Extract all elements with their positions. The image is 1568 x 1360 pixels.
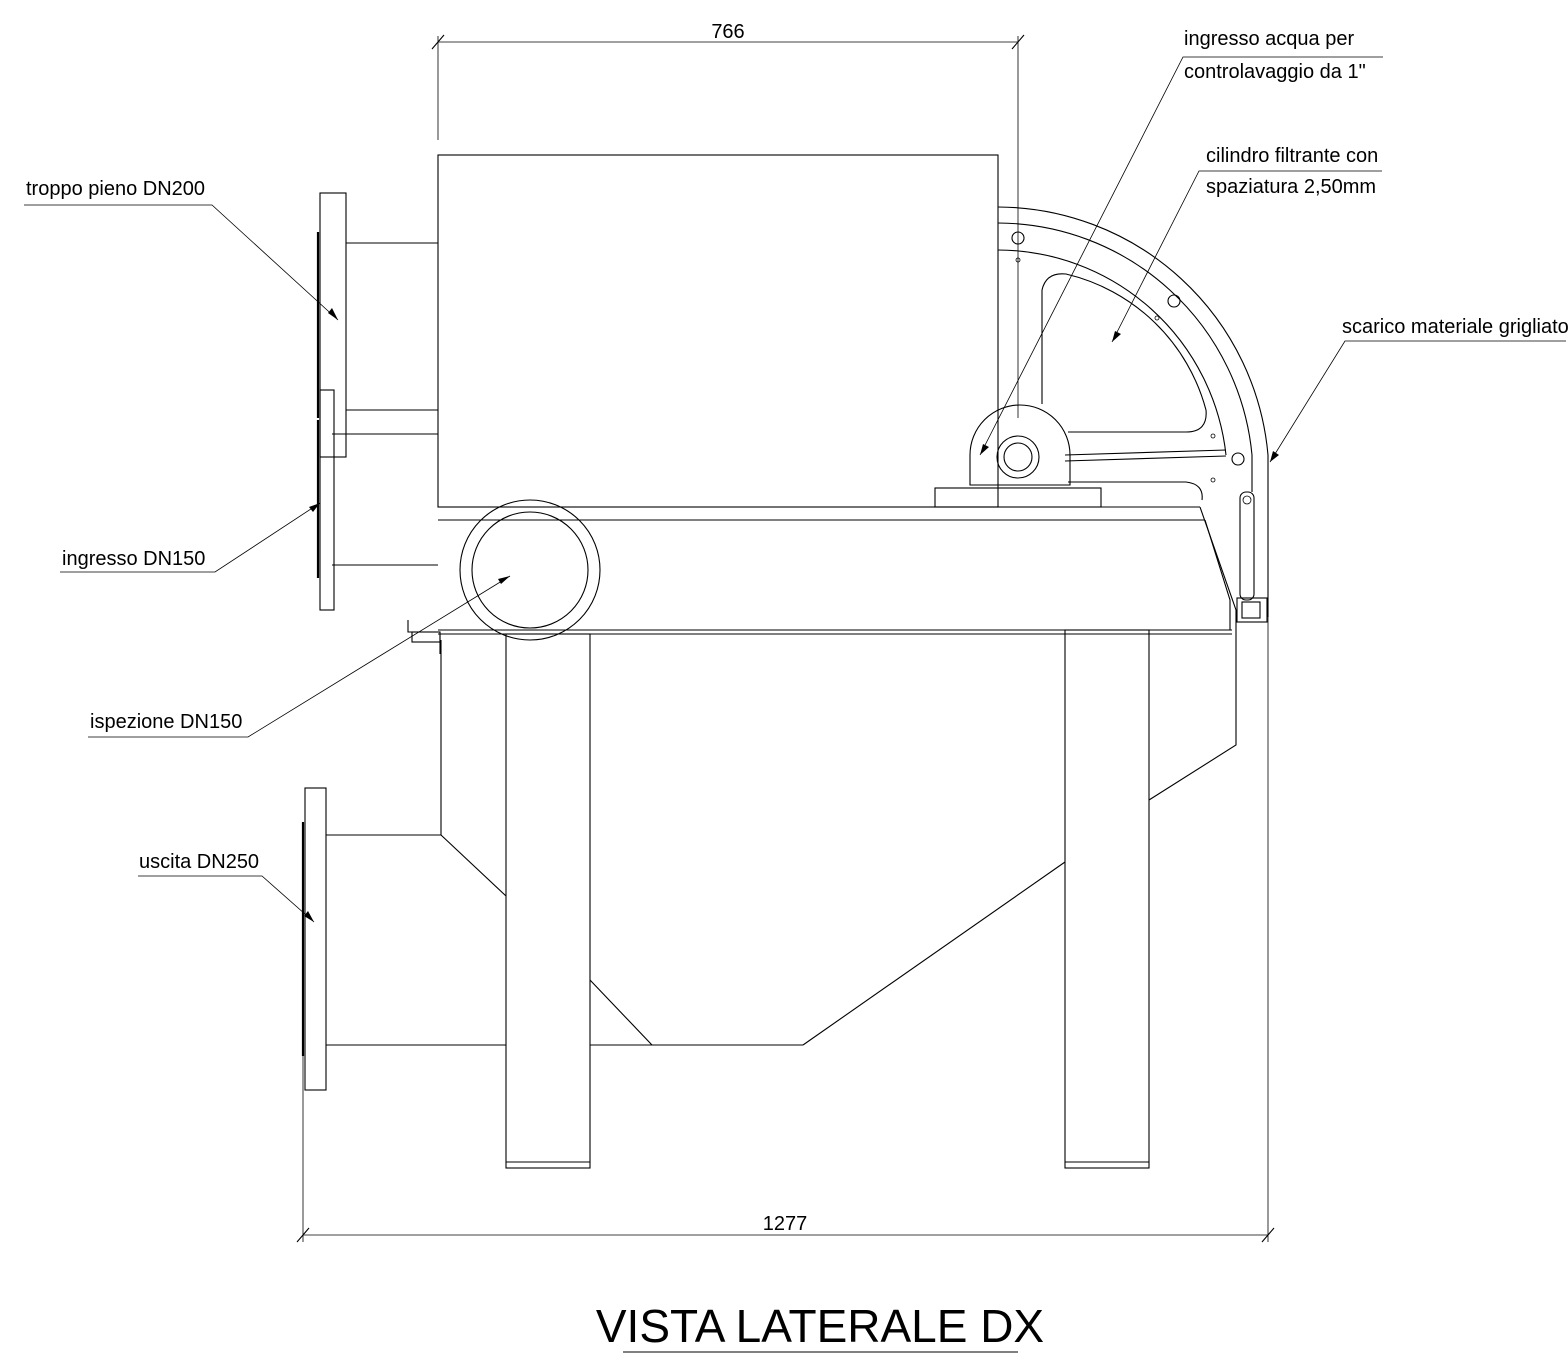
label-scarico: scarico materiale grigliato [1342, 316, 1568, 338]
dimension-top: 766 [431, 21, 1025, 418]
title-text: VISTA LATERALE DX [596, 1300, 1044, 1352]
dimension-value-1277: 1277 [763, 1213, 808, 1235]
label-ispezione: ispezione DN150 [90, 711, 242, 733]
machine-body [301, 154, 1237, 1169]
legs [505, 629, 1150, 1169]
right-leg [1064, 629, 1150, 1169]
label-ingresso: ingresso DN150 [62, 548, 205, 570]
inspection-port-dn150 [459, 499, 601, 641]
labels: troppo pieno DN200 ingresso DN150 ispezi… [26, 28, 1568, 873]
dimension-bottom: 1277 [296, 617, 1275, 1243]
bearing-hub [934, 404, 1102, 508]
filter-cylinder [997, 206, 1269, 617]
leaders [24, 56, 1566, 923]
label-acqua-line2: controlavaggio da 1" [1184, 61, 1366, 83]
label-troppo-pieno: troppo pieno DN200 [26, 178, 205, 200]
drawing-title: VISTA LATERALE DX [596, 1300, 1044, 1353]
hopper [440, 634, 1237, 1046]
label-uscita: uscita DN250 [139, 851, 259, 873]
label-cilindro-line2: spaziatura 2,50mm [1206, 176, 1376, 198]
label-cilindro-line1: cilindro filtrante con [1206, 145, 1378, 167]
overflow-pipe-dn200 [316, 192, 438, 458]
upper-tank [437, 154, 999, 508]
outlet-pipe-dn250 [301, 787, 506, 1091]
discharge-arm [1236, 491, 1268, 623]
label-acqua-line1: ingresso acqua per [1184, 28, 1354, 50]
inlet-pipe-dn150 [316, 389, 438, 611]
left-leg [505, 633, 591, 1169]
frame-bar [407, 506, 1237, 654]
dimension-value-766: 766 [711, 21, 744, 43]
